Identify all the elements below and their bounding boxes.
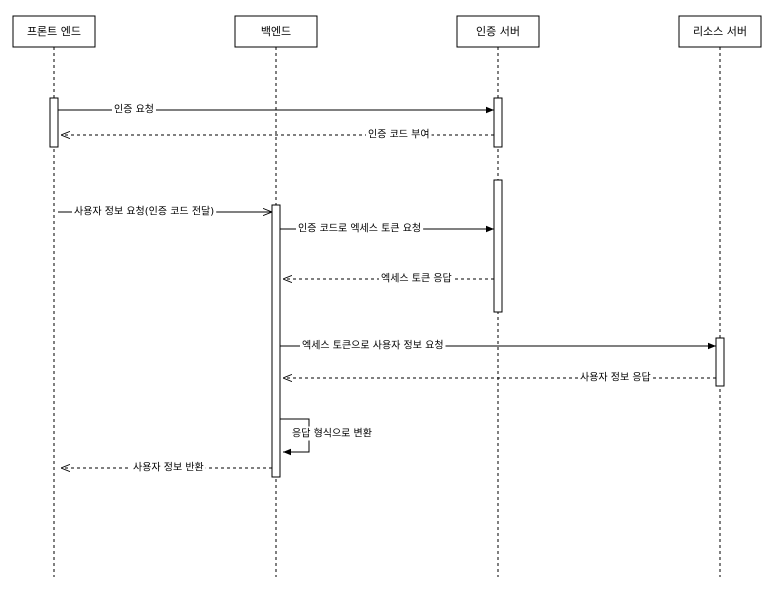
message-token-request: 인증 코드로 엑세스 토큰 요청	[280, 221, 494, 236]
participant-label-auth: 인증 서버	[476, 25, 520, 38]
message-label-token-response: 엑세스 토큰 응답	[381, 273, 452, 285]
message-label-user-info-request: 사용자 정보 요청(인증 코드 전달)	[74, 206, 214, 218]
message-label-resource-request: 엑세스 토큰으로 사용자 정보 요청	[302, 340, 444, 352]
activation-frontend	[49, 97, 59, 148]
message-token-response: 엑세스 토큰 응답	[283, 271, 494, 286]
activation-auth-2	[493, 179, 503, 313]
activation-resource	[715, 337, 725, 387]
message-label-resource-response: 사용자 정보 응답	[580, 372, 651, 384]
participant-label-backend: 백엔드	[261, 25, 291, 38]
activation-backend	[271, 204, 281, 478]
participant-backend: 백엔드	[234, 15, 318, 48]
message-label-token-request: 인증 코드로 엑세스 토큰 요청	[298, 223, 421, 235]
participant-resource: 리소스 서버	[678, 15, 762, 48]
activation-auth-1	[493, 97, 503, 148]
message-auth-code-grant: 인증 코드 부여	[61, 127, 494, 142]
message-resource-request: 엑세스 토큰으로 사용자 정보 요청	[280, 338, 716, 353]
participant-label-frontend: 프론트 엔드	[27, 25, 81, 38]
participant-label-resource: 리소스 서버	[693, 25, 747, 38]
message-auth-request: 인증 요청	[58, 102, 494, 117]
message-user-info-request: 사용자 정보 요청(인증 코드 전달)	[58, 204, 272, 219]
message-label-auth-code-grant: 인증 코드 부여	[368, 129, 430, 141]
message-user-info-return: 사용자 정보 반환	[61, 460, 272, 475]
message-label-auth-request: 인증 요청	[114, 104, 154, 116]
message-label-user-info-return: 사용자 정보 반환	[133, 462, 204, 474]
message-resource-response: 사용자 정보 응답	[283, 370, 716, 385]
participant-auth: 인증 서버	[456, 15, 540, 48]
message-self-transform: 응답 형식으로 변환	[280, 418, 374, 456]
participant-frontend: 프론트 엔드	[12, 15, 96, 48]
message-label-self-transform: 응답 형식으로 변환	[292, 428, 372, 440]
